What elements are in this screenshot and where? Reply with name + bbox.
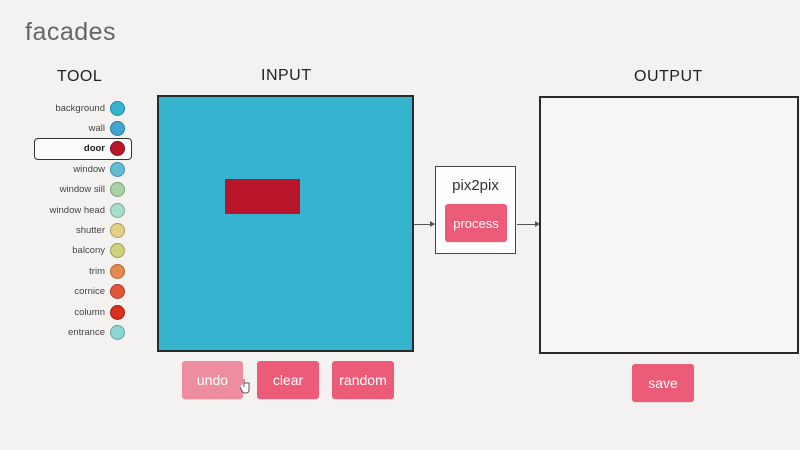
arrow-line [517, 224, 537, 225]
model-name: pix2pix [452, 177, 499, 194]
tool-label: balcony [72, 245, 105, 257]
color-swatch-icon [110, 182, 125, 198]
door-shape[interactable] [225, 179, 300, 214]
color-swatch-icon [110, 141, 125, 157]
color-swatch-icon [110, 324, 125, 340]
color-swatch-icon [110, 284, 125, 300]
random-button[interactable]: random [332, 361, 394, 399]
color-swatch-icon [110, 100, 125, 116]
app-title: facades [25, 18, 117, 46]
tool-item-cornice[interactable]: cornice [35, 282, 131, 302]
tool-item-window-head[interactable]: window head [35, 200, 131, 220]
clear-button[interactable]: clear [257, 361, 319, 399]
tool-item-door[interactable]: door [34, 137, 132, 161]
tool-item-window[interactable]: window [35, 159, 131, 179]
hand-cursor-icon [240, 379, 250, 394]
tool-label: column [74, 306, 105, 318]
tool-label: cornice [74, 286, 105, 298]
tool-label: window head [49, 204, 105, 216]
tool-label: door [83, 143, 105, 155]
tool-label: window [73, 163, 105, 175]
model-panel: pix2pix process [435, 166, 516, 254]
color-swatch-icon [110, 263, 125, 279]
undo-button[interactable]: undo [182, 361, 243, 399]
tool-item-shutter[interactable]: shutter [35, 220, 131, 240]
tool-label: shutter [75, 225, 105, 237]
tool-item-trim[interactable]: trim [35, 261, 131, 281]
tool-item-window-sill[interactable]: window sill [35, 180, 131, 200]
arrow-right-icon [535, 221, 540, 227]
tool-label: wall [88, 123, 105, 135]
save-button[interactable]: save [632, 364, 694, 402]
color-swatch-icon [110, 161, 125, 177]
tool-label: trim [89, 265, 105, 277]
tool-item-wall[interactable]: wall [35, 118, 131, 138]
input-heading: INPUT [261, 67, 312, 84]
tool-label: window sill [59, 184, 105, 196]
input-canvas[interactable] [157, 95, 414, 352]
tool-label: background [55, 102, 105, 114]
tool-heading: TOOL [57, 68, 103, 85]
color-swatch-icon [110, 243, 125, 259]
color-swatch-icon [110, 202, 125, 218]
output-canvas [539, 96, 799, 354]
color-swatch-icon [110, 121, 125, 137]
tool-item-column[interactable]: column [35, 302, 131, 322]
tool-item-balcony[interactable]: balcony [35, 241, 131, 261]
color-swatch-icon [110, 304, 125, 320]
color-swatch-icon [110, 223, 125, 239]
output-heading: OUTPUT [634, 68, 703, 85]
arrow-line [414, 224, 434, 225]
process-button[interactable]: process [445, 204, 507, 242]
tool-item-background[interactable]: background [35, 98, 131, 118]
tool-label: entrance [68, 326, 105, 338]
arrow-right-icon [430, 221, 435, 227]
tool-item-entrance[interactable]: entrance [35, 322, 131, 342]
tool-list: background wall door window window sill … [34, 98, 132, 343]
